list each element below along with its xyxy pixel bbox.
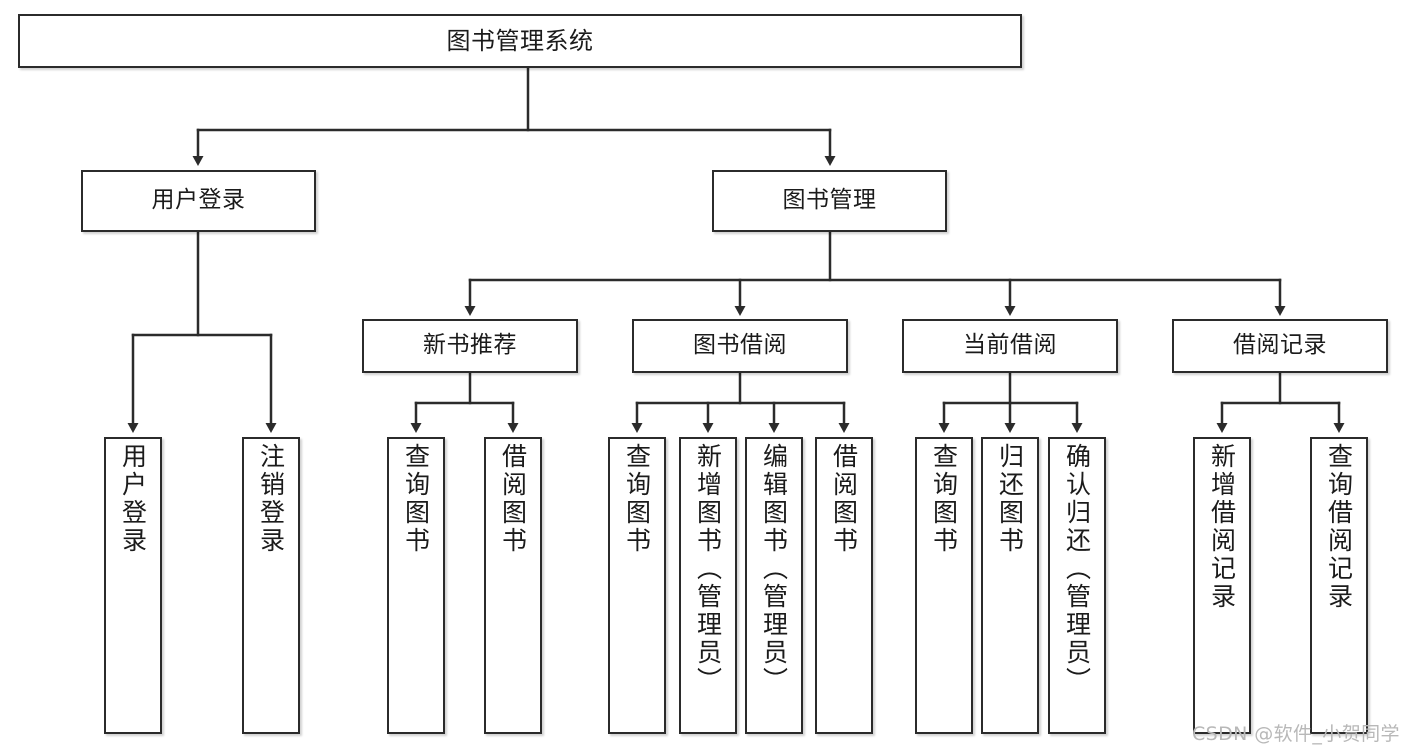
node-label: 查询图书 [929, 443, 959, 555]
node-label: 查询图书 [401, 443, 431, 555]
node-label: 查询借阅记录 [1324, 443, 1354, 611]
node-leaf-logout[interactable]: 注销登录 [242, 437, 300, 734]
node-book-borrow[interactable]: 图书借阅 [632, 319, 848, 373]
node-label: 图书管理系统 [446, 26, 594, 55]
node-label: 查询图书 [622, 443, 652, 555]
node-label: 用户登录 [151, 187, 246, 214]
node-leaf-query-book-1[interactable]: 查询图书 [387, 437, 445, 734]
node-leaf-query-book-3[interactable]: 查询图书 [915, 437, 973, 734]
node-leaf-return-book[interactable]: 归还图书 [981, 437, 1039, 734]
node-label: 图书管理 [782, 187, 877, 214]
node-new-book-recommend[interactable]: 新书推荐 [362, 319, 578, 373]
node-leaf-add-book[interactable]: 新增图书（管理员） [679, 437, 737, 734]
node-label: 注销登录 [256, 443, 286, 555]
node-leaf-borrow-book-1[interactable]: 借阅图书 [484, 437, 542, 734]
node-leaf-add-record[interactable]: 新增借阅记录 [1193, 437, 1251, 734]
node-label: 图书借阅 [693, 332, 787, 359]
node-leaf-user-login[interactable]: 用户登录 [104, 437, 162, 734]
node-leaf-query-record[interactable]: 查询借阅记录 [1310, 437, 1368, 734]
node-label: 借阅记录 [1233, 332, 1327, 359]
node-leaf-borrow-book-2[interactable]: 借阅图书 [815, 437, 873, 734]
node-leaf-query-book-2[interactable]: 查询图书 [608, 437, 666, 734]
node-label: 归还图书 [995, 443, 1025, 555]
node-book-management[interactable]: 图书管理 [712, 170, 947, 232]
node-label: 新书推荐 [423, 332, 517, 359]
node-user-login[interactable]: 用户登录 [81, 170, 316, 232]
node-label: 新增图书（管理员） [693, 443, 723, 695]
node-label: 借阅图书 [829, 443, 859, 555]
node-label: 借阅图书 [498, 443, 528, 555]
node-root-system[interactable]: 图书管理系统 [18, 14, 1022, 68]
node-label: 编辑图书（管理员） [759, 443, 789, 695]
node-label: 确认归还（管理员） [1062, 443, 1092, 695]
node-label: 新增借阅记录 [1207, 443, 1237, 611]
node-leaf-edit-book[interactable]: 编辑图书（管理员） [745, 437, 803, 734]
node-borrow-record[interactable]: 借阅记录 [1172, 319, 1388, 373]
node-label: 用户登录 [118, 443, 148, 555]
node-current-borrow[interactable]: 当前借阅 [902, 319, 1118, 373]
node-leaf-confirm-return[interactable]: 确认归还（管理员） [1048, 437, 1106, 734]
node-label: 当前借阅 [963, 332, 1057, 359]
